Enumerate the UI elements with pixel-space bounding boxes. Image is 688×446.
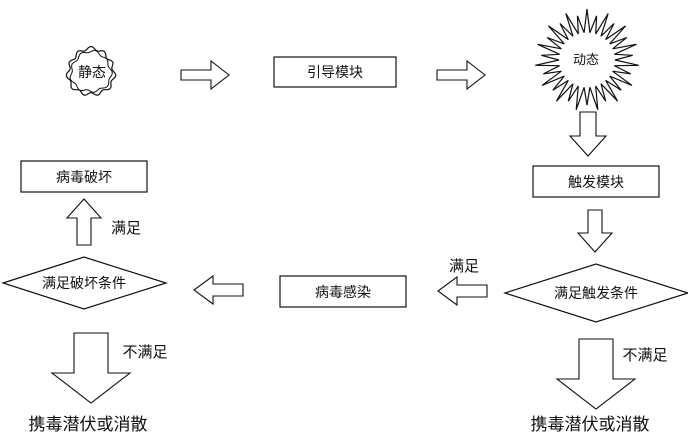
destroy-condition-node: 满足破坏条件 <box>1 256 168 310</box>
arrow-up-satisfied <box>65 198 103 246</box>
arrow-down-dynamic <box>568 111 608 157</box>
guide-module-box <box>273 56 397 88</box>
arrow-right-1 <box>180 59 230 91</box>
static-ring-shape <box>65 45 117 96</box>
trigger-module-label: 触发模块 <box>568 175 624 191</box>
latent-right-label: 携毒潜伏或消散 <box>531 415 650 435</box>
trigger-condition-node: 满足触发条件 <box>503 263 688 323</box>
dynamic-state-label: 动态 <box>573 53 599 68</box>
destroy-condition-label: 满足破坏条件 <box>42 275 126 292</box>
arrow-left-satisfied <box>437 275 488 307</box>
trigger-condition-label: 满足触发条件 <box>554 285 638 302</box>
virus-infection-node: 病毒感染 <box>279 275 407 308</box>
not-satisfied-right-label: 不满足 <box>622 346 667 364</box>
arrow-down-not-satisfied-left <box>50 332 132 404</box>
trigger-module-box <box>532 165 660 198</box>
arrow-down-not-satisfied-right <box>555 338 637 410</box>
arrow-left-infection <box>193 274 244 306</box>
latent-left-label: 携毒潜伏或消散 <box>29 415 148 435</box>
virus-destroy-label: 病毒破坏 <box>56 170 112 186</box>
not-satisfied-left-label: 不满足 <box>122 343 167 361</box>
satisfied-right-label: 满足 <box>449 257 479 275</box>
arrow-right-2 <box>436 59 486 91</box>
satisfied-left-label: 满足 <box>111 219 141 237</box>
dynamic-starburst-shape <box>535 8 639 110</box>
guide-module-label: 引导模块 <box>307 65 363 81</box>
destroy-condition-diamond <box>1 256 168 310</box>
trigger-module-node: 触发模块 <box>532 165 660 198</box>
arrow-down-trigger <box>576 209 614 253</box>
virus-infection-box <box>279 275 407 308</box>
static-state-node: 静态 <box>65 45 117 96</box>
static-state-label: 静态 <box>78 65 106 81</box>
virus-destroy-node: 病毒破坏 <box>20 160 148 193</box>
trigger-condition-diamond <box>503 263 688 323</box>
static-ring-inner-shape <box>69 50 113 93</box>
virus-destroy-box <box>20 160 148 193</box>
dynamic-state-node: 动态 <box>535 8 639 110</box>
virus-infection-label: 病毒感染 <box>315 284 371 301</box>
guide-module-node: 引导模块 <box>273 56 397 88</box>
